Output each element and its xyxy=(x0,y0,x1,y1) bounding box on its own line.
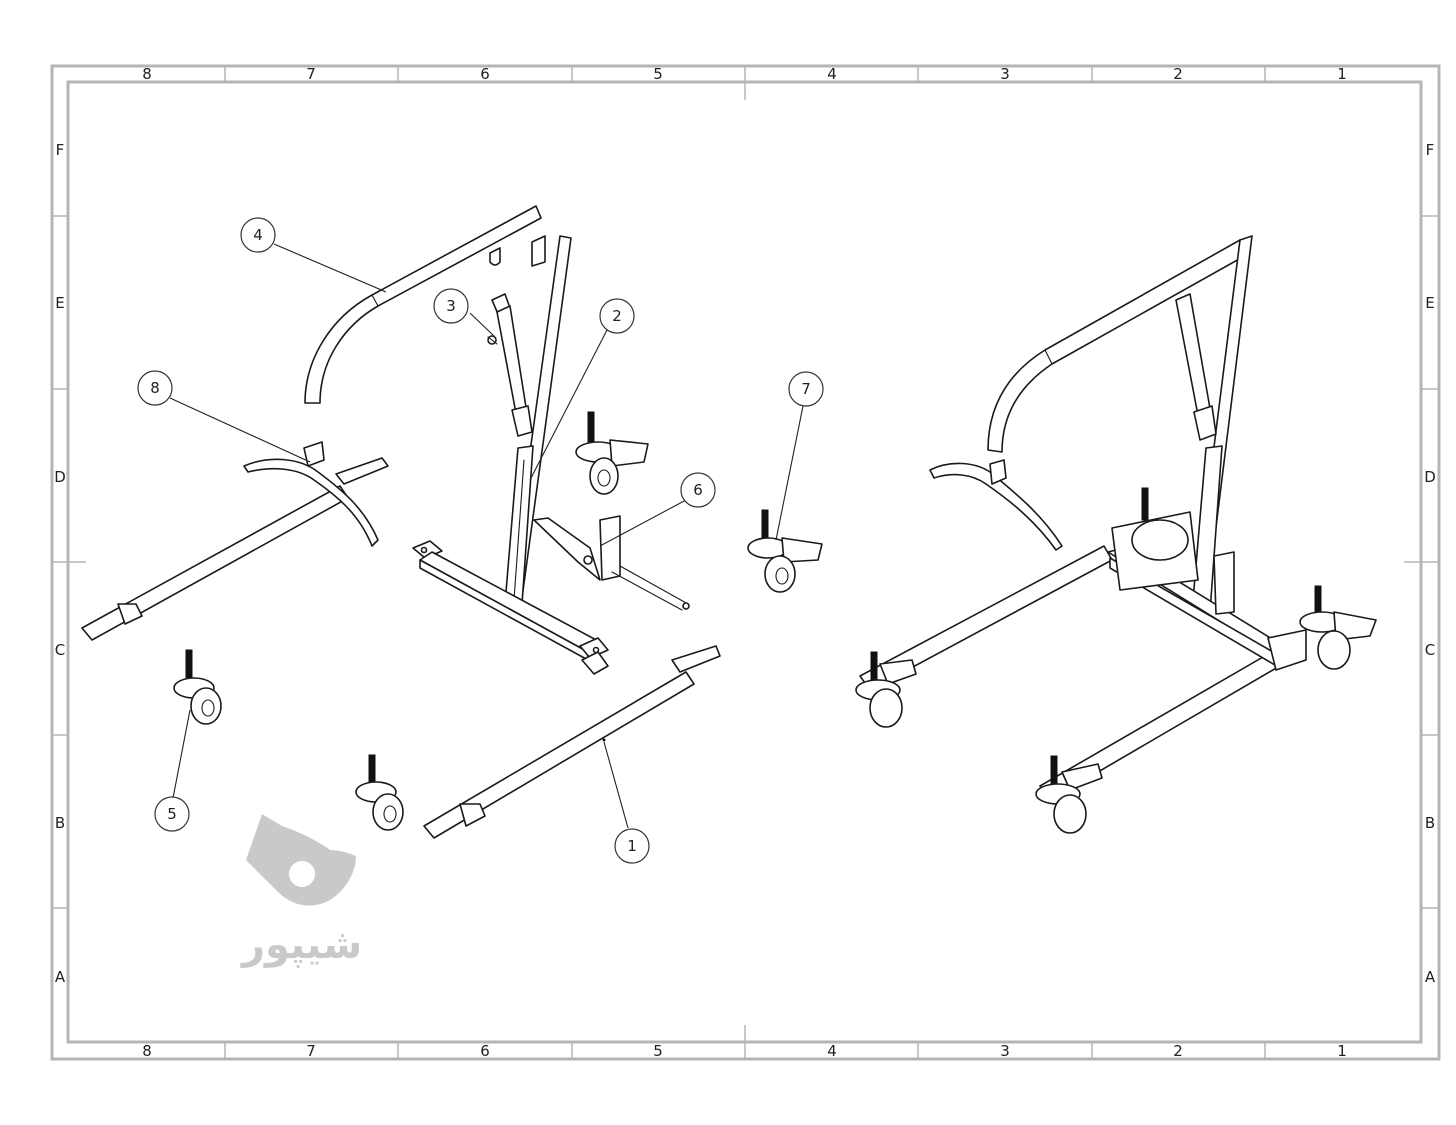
col-label: 4 xyxy=(827,1042,837,1060)
balloon-number: 3 xyxy=(446,297,456,315)
row-label: B xyxy=(1425,814,1435,832)
balloon-number: 6 xyxy=(693,481,703,499)
balloon-7: 7 xyxy=(788,371,824,407)
horn-logo-icon xyxy=(246,814,356,906)
col-label: 5 xyxy=(653,65,663,83)
balloon-number: 8 xyxy=(150,379,160,397)
watermark-text: شیپور xyxy=(240,922,362,968)
row-labels-left: F E D C B A xyxy=(54,141,66,986)
balloon-2: 2 xyxy=(599,298,635,334)
col-label: 3 xyxy=(1000,65,1010,83)
balloon-number: 4 xyxy=(253,226,263,244)
balloon-1: 1 xyxy=(614,828,650,864)
balloon-number: 5 xyxy=(167,805,177,823)
part-mast xyxy=(504,235,572,605)
balloon-4: 4 xyxy=(240,217,276,253)
row-label: C xyxy=(55,641,65,659)
col-label: 2 xyxy=(1173,65,1183,83)
row-label: F xyxy=(56,141,65,159)
row-label: A xyxy=(55,968,66,986)
caster-wheel xyxy=(355,754,404,831)
row-label: D xyxy=(1424,468,1436,486)
leader-lines xyxy=(169,243,804,829)
row-label: F xyxy=(1426,141,1435,159)
balloon-number: 2 xyxy=(612,307,622,325)
caster-wheel xyxy=(173,649,222,725)
row-label: E xyxy=(55,294,64,312)
part-boom-arm xyxy=(304,205,542,404)
row-label: B xyxy=(55,814,65,832)
col-label: 5 xyxy=(653,1042,663,1060)
row-labels-right: F E D C B A xyxy=(1424,141,1436,986)
col-label: 4 xyxy=(827,65,837,83)
row-label: A xyxy=(1425,968,1436,986)
part-right-leg xyxy=(423,645,721,839)
caster-wheel xyxy=(747,509,823,593)
assembled-hoist xyxy=(855,235,1377,834)
col-label: 7 xyxy=(306,65,316,83)
col-label: 6 xyxy=(480,1042,490,1060)
caster-wheel xyxy=(575,411,649,495)
column-labels-bottom: 8 7 6 5 4 3 2 1 xyxy=(142,1042,1347,1060)
balloon-6: 6 xyxy=(680,472,716,508)
col-label: 7 xyxy=(306,1042,316,1060)
col-label: 8 xyxy=(142,1042,152,1060)
zone-ticks xyxy=(52,66,1439,1059)
row-label: E xyxy=(1425,294,1434,312)
balloon-number: 7 xyxy=(801,380,811,398)
col-label: 1 xyxy=(1337,1042,1347,1060)
balloon-number: 1 xyxy=(627,837,637,855)
part-bracket xyxy=(533,515,690,611)
row-label: D xyxy=(54,468,66,486)
col-label: 6 xyxy=(480,65,490,83)
col-label: 1 xyxy=(1337,65,1347,83)
col-label: 8 xyxy=(142,65,152,83)
balloon-3: 3 xyxy=(433,288,469,324)
row-label: C xyxy=(1425,641,1435,659)
col-label: 3 xyxy=(1000,1042,1010,1060)
balloon-5: 5 xyxy=(154,796,190,832)
col-label: 2 xyxy=(1173,1042,1183,1060)
column-labels-top: 8 7 6 5 4 3 2 1 xyxy=(142,65,1347,83)
part-hydraulic-cylinder xyxy=(487,293,533,437)
balloon-8: 8 xyxy=(137,370,173,406)
part-base-crossbar xyxy=(412,540,609,675)
part-left-leg xyxy=(81,441,389,641)
